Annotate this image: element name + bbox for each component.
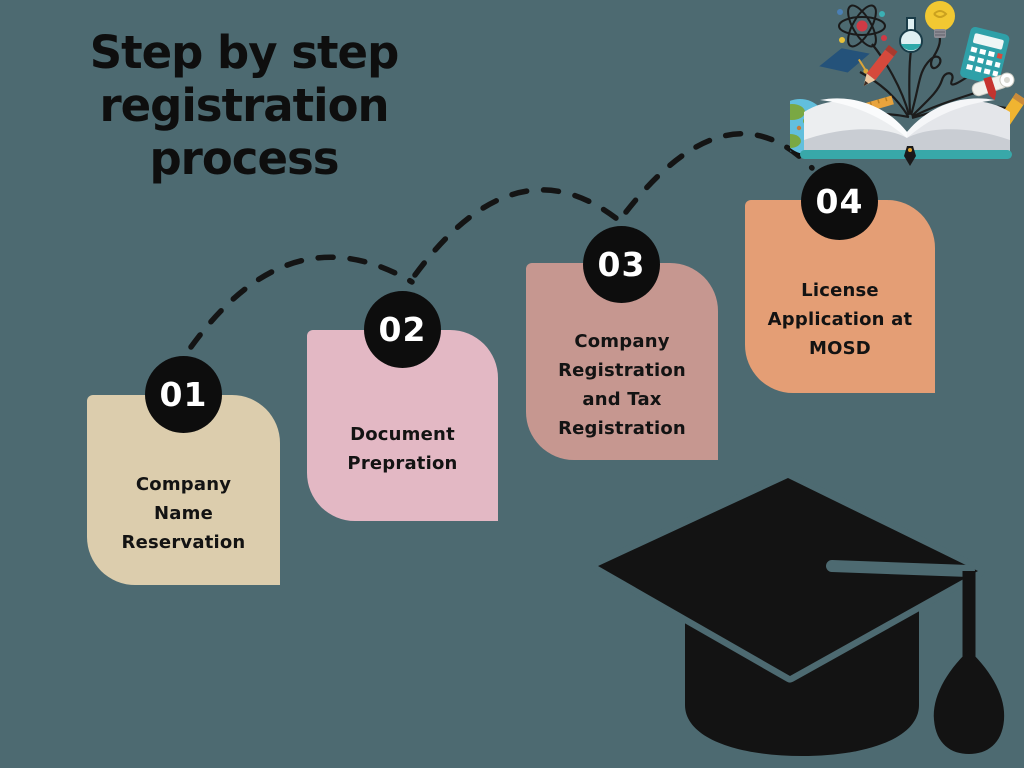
step-1-label: Company Name Reservation bbox=[121, 473, 246, 553]
idea-lines bbox=[817, 33, 1007, 126]
yellow-pencil-icon bbox=[988, 92, 1024, 146]
globe-icon bbox=[790, 99, 827, 158]
open-book-icon bbox=[800, 98, 1012, 166]
graduation-cap-illustration bbox=[591, 471, 1005, 756]
step-number-badge-3: 03 bbox=[583, 226, 660, 303]
small-cap-icon bbox=[819, 48, 870, 74]
light-bulb-icon bbox=[925, 1, 955, 38]
cap-cord-slot bbox=[826, 560, 975, 577]
step-number-badge-4: 04 bbox=[801, 163, 878, 240]
cap-board bbox=[598, 478, 978, 676]
red-pencil-icon bbox=[863, 44, 898, 87]
knowledge-book-illustration bbox=[790, 1, 1024, 166]
diploma-scroll-icon bbox=[971, 72, 1015, 101]
step-card-4: License Application at MOSD bbox=[745, 200, 935, 393]
cap-tassel bbox=[933, 650, 1005, 754]
title-line-1: Step by step bbox=[89, 26, 400, 79]
page-title: Step by step registration process bbox=[78, 26, 410, 185]
cap-body bbox=[685, 610, 919, 756]
step-3-label: Company Registration and Tax Registratio… bbox=[558, 330, 686, 439]
cap-board-gap bbox=[591, 471, 985, 683]
title-line-3: process bbox=[149, 132, 339, 185]
title-line-2: registration bbox=[99, 79, 389, 132]
step-number-badge-2: 02 bbox=[364, 291, 441, 368]
step-4-label: License Application at MOSD bbox=[767, 280, 913, 359]
atom-icon bbox=[837, 4, 887, 48]
ruler-icon bbox=[847, 95, 894, 117]
flask-icon bbox=[899, 17, 923, 53]
calculator-icon bbox=[960, 26, 1010, 85]
step-number-badge-1: 01 bbox=[145, 356, 222, 433]
step-2-label: Document Prepration bbox=[347, 423, 458, 474]
